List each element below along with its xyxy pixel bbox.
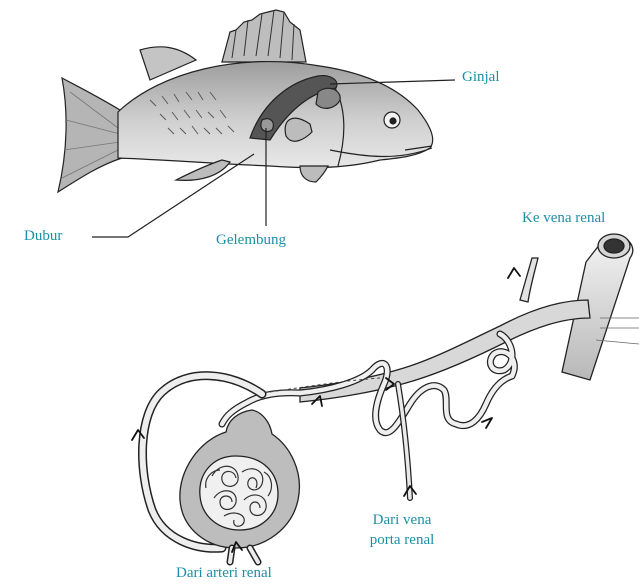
label-dari-vena-line1: Dari vena [358, 512, 446, 529]
anal-fin [300, 166, 328, 182]
efferent-vessel [520, 258, 538, 302]
label-dari-arteri-renal: Dari arteri renal [176, 565, 272, 582]
flow-arrow-icon [482, 418, 492, 428]
label-dubur: Dubur [24, 228, 62, 245]
label-ginjal: Ginjal [462, 69, 500, 86]
label-gelembung: Gelembung [216, 232, 286, 249]
flow-arrow-icon [508, 268, 520, 278]
leader-dubur [92, 154, 254, 237]
label-ke-vena-renal: Ke vena renal [522, 210, 605, 227]
label-dari-vena-line2: porta renal [352, 532, 452, 549]
fish-illustration [58, 10, 433, 192]
bladder-organ [261, 119, 273, 132]
